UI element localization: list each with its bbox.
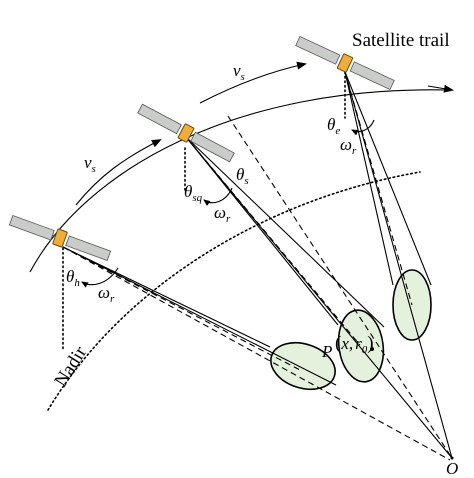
omega-arc-1: [81, 267, 119, 288]
trail-arrow-head: [427, 84, 454, 93]
velocity-arrow-1: [75, 139, 162, 206]
trail-to-origin-dash: [227, 115, 453, 459]
nadir-curve: [47, 171, 421, 411]
velocity-label-1: vs: [84, 153, 96, 175]
theta-h-label: θh: [66, 267, 80, 289]
theta-s-label: θs: [236, 165, 249, 187]
origin-point: [450, 456, 454, 460]
point-p-label: P: [321, 342, 332, 361]
satellite-1: [8, 215, 112, 261]
omega-arc-3: [351, 119, 375, 136]
velocity-label-2: vs: [233, 61, 245, 83]
satellite-trail-label: Satellite trail: [352, 30, 450, 51]
velocity-arrow-2: [199, 61, 307, 104]
theta-e-label: θe: [327, 115, 340, 137]
beam-2-right: [185, 136, 385, 328]
omega-label-3: ωr: [340, 135, 357, 157]
footprint-2: [337, 309, 385, 383]
beam-1-dash-a: [62, 246, 451, 461]
theta-sq-label: θsq: [184, 182, 203, 204]
satellite-2: [137, 103, 235, 163]
beam-2-dash: [185, 136, 361, 346]
omega-label-1: ωr: [98, 283, 115, 305]
coord-label: (x,r0): [335, 333, 374, 356]
beam-3-center: [344, 71, 453, 459]
satellite-3: [295, 35, 395, 91]
beam-1-dash-b: [62, 246, 301, 371]
beam-1-upper: [62, 246, 271, 348]
beam-3-dash: [344, 71, 413, 306]
beam-3-right: [344, 71, 432, 286]
origin-label: O: [446, 459, 458, 478]
omega-label-2: ωr: [214, 203, 231, 225]
omega-arc-2: [203, 187, 233, 206]
nadir-label: Nadir: [50, 342, 91, 390]
target-point: [370, 347, 374, 351]
beam-3-left: [344, 71, 394, 286]
